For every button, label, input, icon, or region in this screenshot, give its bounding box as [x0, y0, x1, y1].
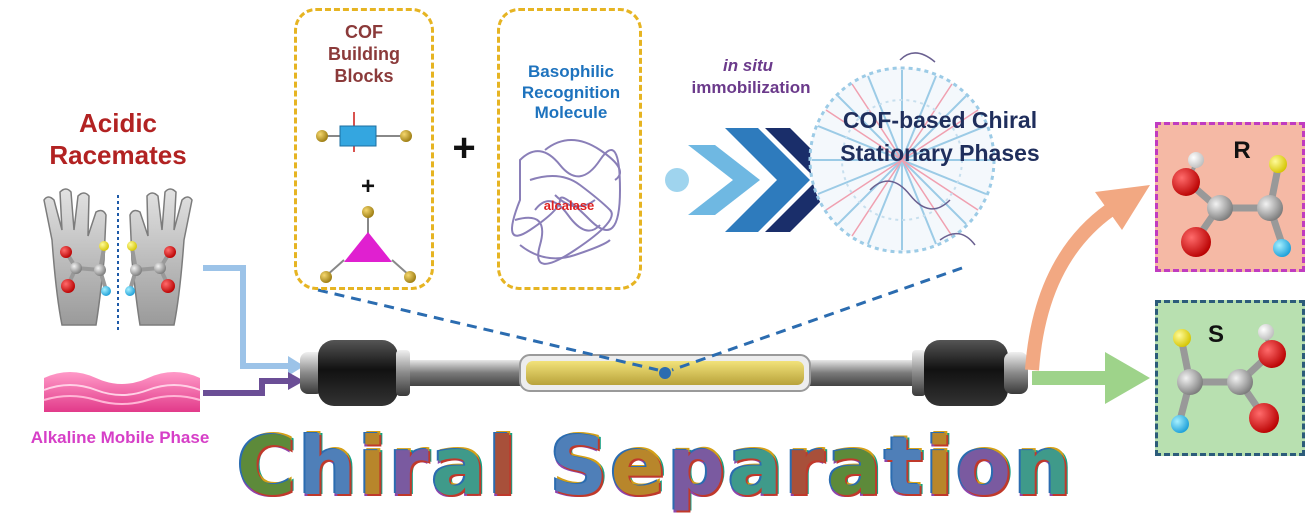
racemates-label: Acidic Racemates: [49, 108, 187, 170]
cof-building-block-triangular: [320, 206, 416, 283]
cof-building-blocks-box: [294, 8, 434, 290]
cof-building-blocks-label: COF Building Blocks: [328, 22, 400, 86]
r-enantiomer-molecule: [1172, 152, 1291, 257]
plus-between-boxes: +: [452, 126, 476, 170]
chromatography-column: [300, 340, 1028, 406]
r-label: R: [1233, 137, 1251, 164]
s-enantiomer-molecule: [1171, 324, 1286, 433]
cof-framework-sphere: [808, 52, 996, 254]
cof-plus-symbol: +: [360, 173, 375, 200]
alcalase-enzyme-illustration: [511, 139, 622, 265]
recognition-molecule-label: Basophilic Recognition Molecule: [521, 62, 621, 123]
mobile-phase-waves: [43, 372, 201, 412]
mobile-phase-arrow: [203, 378, 290, 396]
r-output-arrow: [1025, 204, 1115, 371]
racemates-arrow: [203, 265, 290, 369]
alcalase-label: alcalase: [543, 198, 595, 213]
mobile-phase-label: Alkaline Mobile Phase: [30, 428, 210, 447]
r-output-arrow-head: [1095, 185, 1150, 230]
immobilization-label: immobilization: [691, 78, 811, 97]
s-output-arrow-head: [1105, 352, 1150, 404]
cof-building-block-linear: [316, 112, 412, 152]
zoom-line-right: [671, 266, 963, 372]
product-label: COF-based Chiral Stationary Phases: [840, 107, 1040, 167]
racemates-arrow-head: [288, 356, 304, 376]
gloves-illustration: [43, 188, 193, 332]
chiral-separation-title: Chiral Separation: [237, 420, 1074, 513]
recognition-molecule-box: [497, 8, 642, 290]
s-label: S: [1207, 321, 1224, 348]
mobile-phase-arrow-head: [288, 372, 304, 390]
in-situ-label: in situ: [722, 56, 774, 75]
zoom-line-left: [317, 288, 659, 372]
